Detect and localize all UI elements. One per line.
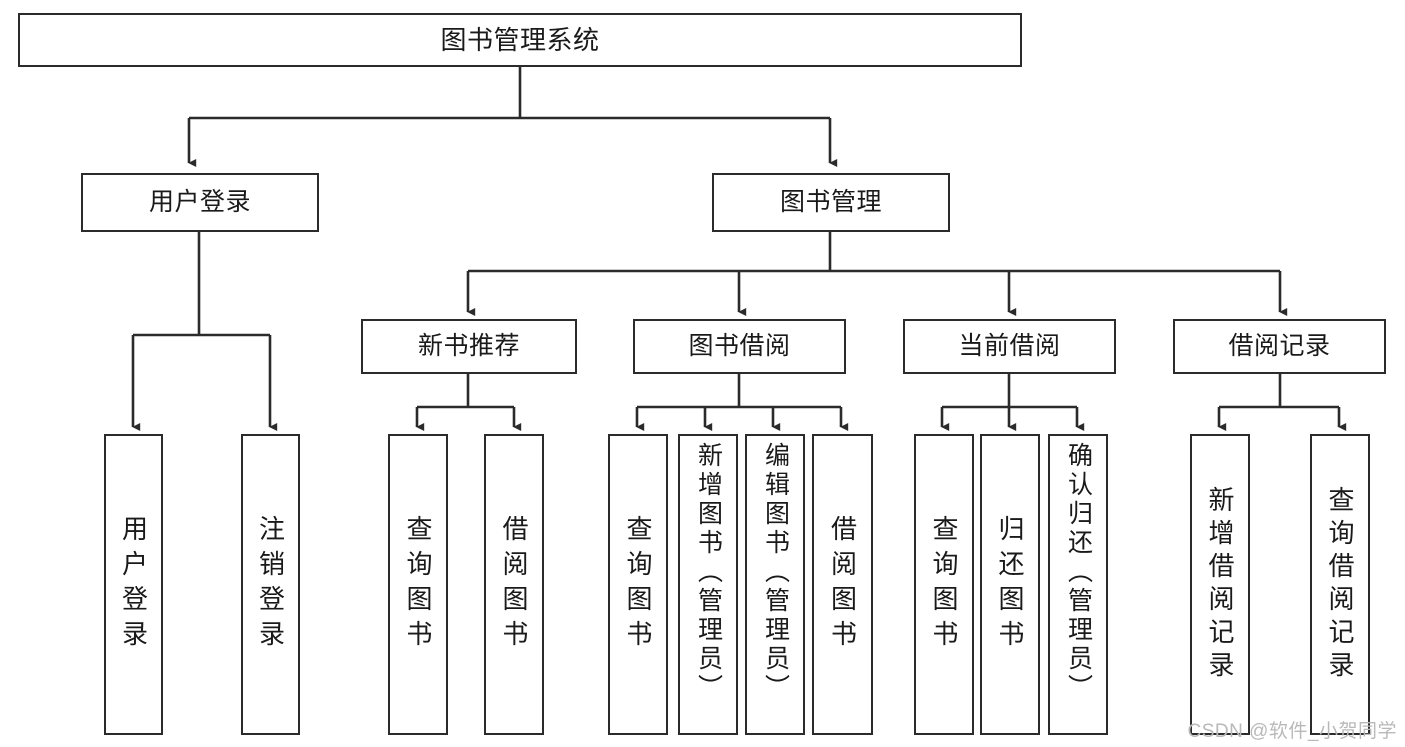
node-label: 借阅记录: [1228, 331, 1331, 360]
node-root-book-management-system[interactable]: 图书管理系统: [18, 13, 1022, 67]
leaf-query-borrow-record[interactable]: 查询借阅记录: [1310, 434, 1370, 735]
node-label: 新书推荐: [417, 331, 520, 360]
node-current-borrow[interactable]: 当前借阅: [903, 319, 1116, 374]
edge-root-bus: [187, 116, 838, 167]
node-label: 新增图书（管理员）: [694, 442, 723, 703]
node-label: 用户登录: [148, 187, 251, 216]
node-label: 查询图书: [929, 514, 959, 655]
node-new-book-recommend[interactable]: 新书推荐: [361, 319, 577, 374]
node-label: 编辑图书（管理员）: [761, 442, 790, 703]
node-label: 借阅图书: [499, 514, 529, 655]
leaf-user-login[interactable]: 用户登录: [104, 434, 163, 735]
leaf-add-borrow-record[interactable]: 新增借阅记录: [1190, 434, 1250, 735]
leaf-query-book-current[interactable]: 查询图书: [914, 434, 974, 735]
node-borrow-record[interactable]: 借阅记录: [1173, 319, 1386, 374]
node-book-management[interactable]: 图书管理: [712, 173, 950, 232]
edge-borrow-record-bus: [1217, 405, 1347, 431]
leaf-borrow-book-recommend[interactable]: 借阅图书: [484, 434, 544, 735]
leaf-add-book[interactable]: 新增图书（管理员）: [678, 434, 738, 735]
edge-user-login-bus: [131, 333, 278, 431]
leaf-logout-login[interactable]: 注销登录: [241, 434, 300, 735]
leaf-edit-book[interactable]: 编辑图书（管理员）: [745, 434, 805, 735]
node-label: 图书管理系统: [440, 24, 600, 55]
leaf-return-book[interactable]: 归还图书: [980, 434, 1040, 735]
node-label: 借阅图书: [827, 514, 858, 655]
leaf-borrow-book[interactable]: 借阅图书: [812, 434, 873, 735]
node-user-login[interactable]: 用户登录: [81, 173, 319, 232]
node-label: 查询图书: [623, 514, 653, 655]
edge-book-manage-bus: [466, 269, 1288, 316]
node-label: 用户登录: [118, 514, 149, 655]
node-label: 图书管理: [779, 187, 882, 216]
node-label: 查询图书: [403, 514, 433, 655]
leaf-confirm-return[interactable]: 确认归还（管理员）: [1048, 434, 1108, 735]
csdn-watermark: CSDN @软件_小贺同学: [1187, 721, 1397, 742]
edge-current-borrow-bus: [940, 405, 1085, 431]
leaf-query-book-borrow[interactable]: 查询图书: [608, 434, 668, 735]
node-label: 注销登录: [255, 514, 286, 655]
leaf-query-book-recommend[interactable]: 查询图书: [388, 434, 448, 735]
edge-new-book-recommend-bus: [415, 405, 522, 431]
edge-book-borrow-bus: [635, 405, 849, 431]
node-label: 归还图书: [995, 514, 1025, 655]
node-book-borrow[interactable]: 图书借阅: [633, 319, 846, 374]
node-label: 图书借阅: [688, 331, 791, 360]
node-label: 新增借阅记录: [1205, 485, 1235, 684]
node-label: 确认归还（管理员）: [1064, 442, 1093, 703]
node-label: 当前借阅: [958, 331, 1061, 360]
node-label: 查询借阅记录: [1325, 485, 1355, 684]
